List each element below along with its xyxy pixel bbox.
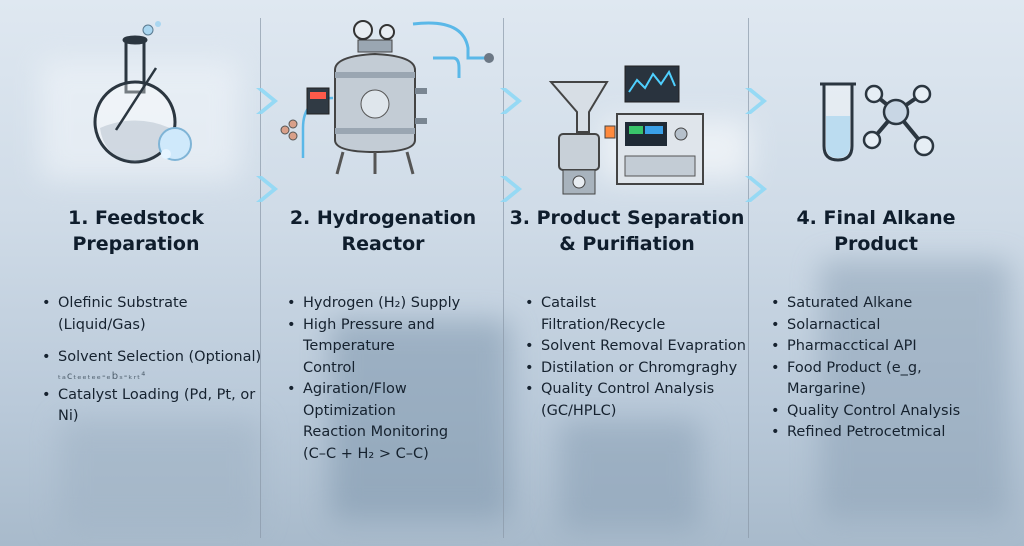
list-item: Olefinic Substrate(Liquid/Gas) — [40, 293, 280, 336]
list-item-continuation: Reaction Monitoring — [303, 424, 449, 440]
list-item: Quality Control Analysis — [769, 401, 1001, 423]
column-divider — [748, 18, 749, 538]
step-hydrogenation-reactor: 2. Hydrogenation Reactor Hydrogen (H₂) S… — [263, 0, 503, 546]
step-items: Hydrogen (H₂) Supply High Pressure andTe… — [285, 293, 500, 465]
column-divider — [260, 18, 261, 538]
list-item: Distilation or Chromgraghy — [523, 358, 748, 380]
list-item: Hydrogen (H₂) Supply — [285, 293, 500, 315]
list-item: Food Product (e_g, Margarine) — [769, 358, 1001, 401]
filtration-equipment-icon — [548, 65, 704, 195]
list-item: Refined Petrocetmical — [769, 422, 1001, 444]
step-product-separation: 3. Product Separation & Purifiation Cata… — [506, 0, 748, 546]
step-final-alkane-product: 4. Final Alkane Product Saturated Alkane… — [751, 0, 1001, 546]
list-item-continuation: (C–C + H₂ > C–C) — [303, 445, 429, 462]
list-item: Saturated Alkane — [769, 293, 1001, 315]
list-item: Solvent Removal Evapration — [523, 336, 748, 358]
step-title: 4. Final Alkane Product — [796, 207, 956, 255]
chevron-right-icon — [500, 176, 522, 202]
list-item: Solarnactical — [769, 315, 1001, 337]
molecule-test-tube-icon — [820, 82, 935, 162]
pressure-reactor-icon — [280, 20, 494, 175]
list-item: Catalyst Loading (Pd, Pt, or Ni) — [40, 385, 280, 428]
step-items: Olefinic Substrate(Liquid/Gas) Solvent S… — [40, 293, 280, 428]
list-item: Agiration/Flow Optimization — [285, 379, 500, 422]
column-divider — [503, 18, 504, 538]
garbled-note: ₜₐcₜₑₑₜₑₑ‑ₑbₛ‑ₖᵣₜ⁴ — [58, 370, 147, 382]
list-item: Solvent Selection (Optional) — [40, 347, 280, 369]
round-bottom-flask-icon — [93, 21, 192, 164]
step-title: 1. Feedstock Preparation — [68, 207, 204, 255]
chevron-right-icon — [745, 88, 767, 114]
step-title: 2. Hydrogenation Reactor — [289, 207, 477, 255]
step-items: Saturated Alkane Solarnactical Pharmacct… — [769, 293, 1001, 444]
list-item: Pharmacctical API — [769, 336, 1001, 358]
chevron-right-icon — [256, 88, 278, 114]
chevron-right-icon — [745, 176, 767, 202]
step-feedstock-preparation: 1. Feedstock Preparation Olefinic Substr… — [20, 0, 261, 546]
step-title: 3. Product Separation & Purifiation — [509, 207, 745, 255]
chevron-right-icon — [256, 176, 278, 202]
list-item: Quality Control Analysis(GC/HPLC) — [523, 379, 748, 422]
chevron-right-icon — [500, 88, 522, 114]
